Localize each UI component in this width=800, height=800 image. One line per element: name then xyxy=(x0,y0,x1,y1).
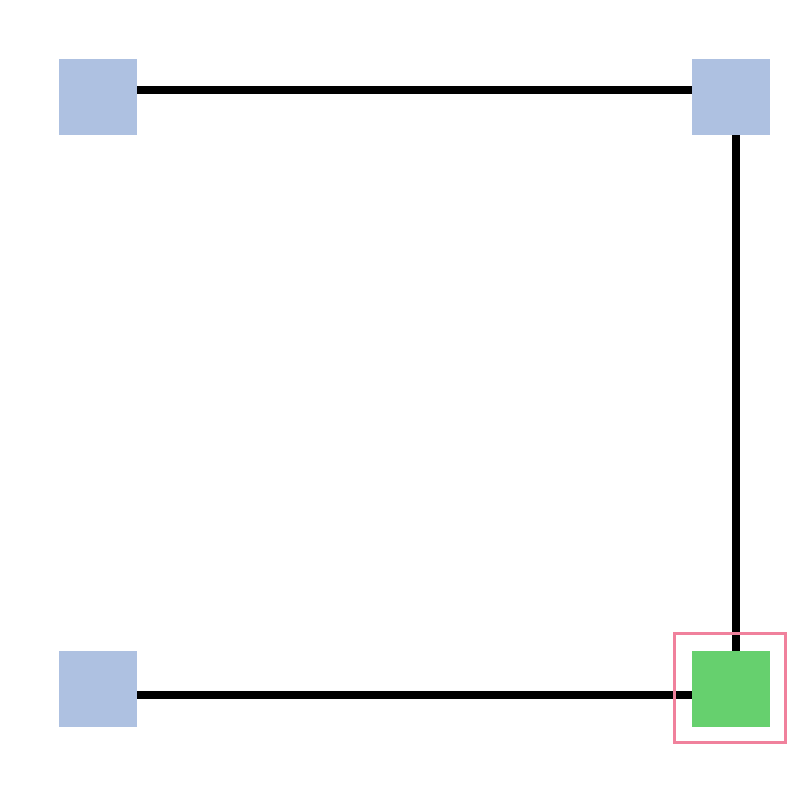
node-top-left[interactable] xyxy=(59,59,137,135)
nodes-layer xyxy=(59,59,770,727)
selection-highlight xyxy=(673,632,787,744)
node-bottom-left[interactable] xyxy=(59,651,137,727)
node-bottom-right[interactable] xyxy=(692,651,770,727)
wires-layer xyxy=(98,86,740,699)
node-top-right[interactable] xyxy=(692,59,770,135)
selection-layer xyxy=(673,632,787,744)
